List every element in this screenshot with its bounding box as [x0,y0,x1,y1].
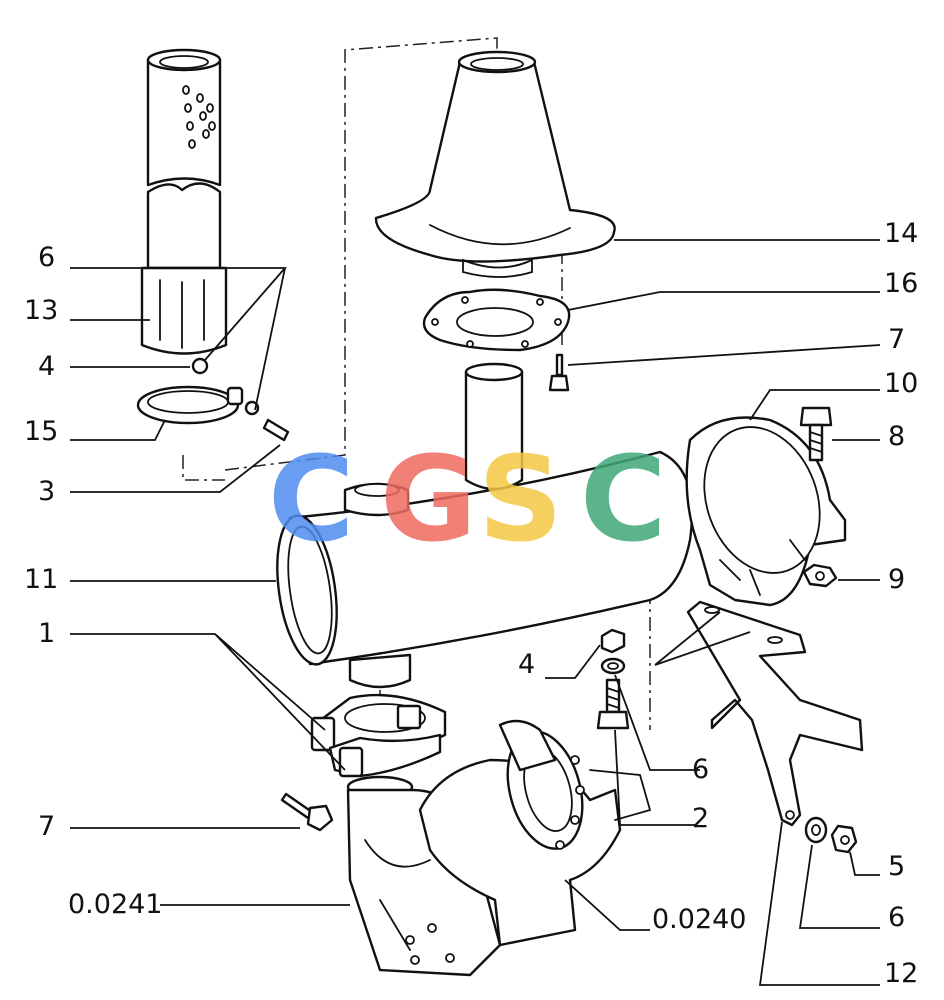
watermark-letter-g: G [380,430,477,568]
callout-8: 8 [888,421,906,452]
watermark-letter-s: S [478,430,563,568]
bracket-ring-10 [685,416,847,607]
callout-5: 5 [888,851,906,882]
clamp-15 [136,357,290,442]
callout-0.0240: 0.0240 [652,904,747,935]
watermark-letter-c1: C [268,430,355,568]
callout-13: 13 [24,295,59,326]
screw-7-bottom [280,792,334,832]
clamp-halves-1 [310,693,447,778]
support-arm-12 [686,600,864,827]
callout-7-top: 7 [888,324,906,355]
callout-7-bottom: 7 [38,811,56,842]
washer-6-nut-5 [804,816,858,854]
callout-4-top: 4 [38,351,56,382]
callout-6-bottom: 6 [888,902,906,933]
callout-12: 12 [884,958,919,989]
leader-lines [70,239,881,986]
watermark-letter-c2: C [580,430,667,568]
callout-11: 11 [24,564,59,595]
callout-3: 3 [38,476,56,507]
silencer-body-11 [276,362,694,689]
outlet-pipe-14 [374,50,616,278]
callout-14: 14 [884,218,919,249]
nut-9 [802,563,838,588]
pump-housing-0.0240 [418,719,652,947]
tail-pipe-13 [140,48,228,355]
assembly-centerline-left [182,37,498,481]
callout-10: 10 [884,368,919,399]
callout-9: 9 [888,564,906,595]
callout-0.0241: 0.0241 [68,889,163,920]
perforation-holes [182,85,216,149]
callout-6-mid: 6 [692,754,710,785]
bolt-2-with-nut-4-washer-6 [596,628,630,730]
bolt-8 [799,406,833,462]
callout-4-mid: 4 [518,649,536,680]
gasket-16 [422,288,571,352]
callout-1: 1 [38,618,56,649]
screw-7-top [548,353,570,392]
callout-16: 16 [884,268,919,299]
callout-6-top: 6 [38,242,56,273]
callout-15: 15 [24,416,59,447]
callout-2: 2 [692,803,710,834]
